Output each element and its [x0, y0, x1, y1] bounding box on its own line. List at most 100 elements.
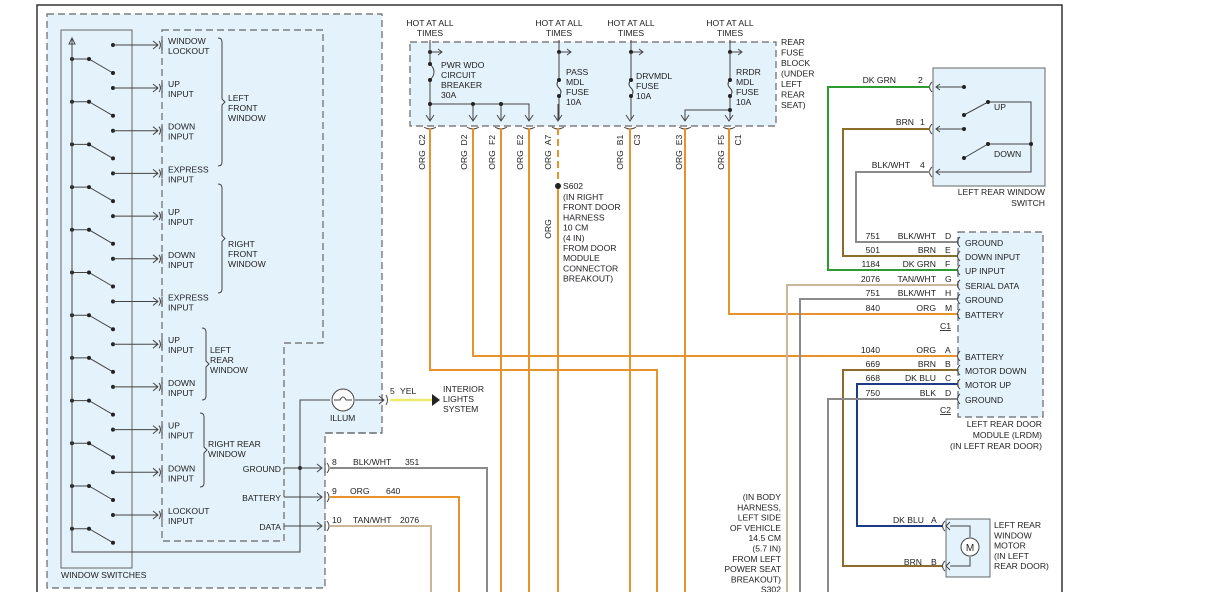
window-group-label: LEFT [210, 345, 232, 355]
interior-lights-arrow-icon [432, 394, 440, 406]
fuse-pin-label: E2 [515, 135, 525, 146]
input-label: UP [168, 207, 180, 217]
connector-pin-icon [957, 250, 961, 262]
ground-bus [71, 38, 330, 553]
input-label: LOCKOUT [168, 46, 210, 56]
splice-note-line: LEFT SIDE [738, 513, 782, 523]
motor-pin-b-color: BRN [904, 557, 922, 567]
illum-lamp-icon [331, 388, 388, 412]
lr-switch-up: UP [994, 102, 1006, 112]
pin-function: DOWN INPUT [965, 252, 1021, 262]
splice-note-line: FROM LEFT [732, 554, 781, 564]
window-group-label: REAR [210, 355, 234, 365]
input-label: INPUT [168, 260, 195, 270]
diagram-frame [36, 4, 1063, 592]
hot-at-all-times-label: HOT AT ALL [535, 18, 583, 28]
splice-note-line: FROM DOOR [563, 243, 616, 253]
window-group-label: FRONT [228, 249, 258, 259]
lrdm-c2-label: C2 [940, 405, 951, 415]
svg-text:BLK/WHT: BLK/WHT [353, 457, 392, 467]
input-label: INPUT [168, 89, 195, 99]
pin-function: GROUND [965, 295, 1003, 305]
circuit-number: 840 [866, 303, 881, 313]
fuse-block-label: REAR [781, 90, 805, 100]
lrdm-title-2: MODULE (LRDM) [973, 430, 1042, 440]
switch-output-arrow [111, 424, 163, 435]
device-label: 10A [566, 97, 582, 107]
group-labels: LEFTFRONTWINDOWRIGHTFRONTWINDOWLEFTREARW… [199, 37, 267, 488]
splice-note-line: BREAKOUT) [731, 574, 781, 584]
splice-note-line: HARNESS [563, 212, 605, 222]
pin-label: C [945, 373, 951, 383]
wire-color-label: ORG [543, 150, 553, 170]
motor-pin-a-color: DK BLU [893, 515, 924, 525]
fuse-block-label: BLOCK [781, 58, 810, 68]
fuse-pin-label: F2 [487, 135, 497, 145]
splice-note-line: S302 [761, 585, 781, 592]
connector-pin-icon [957, 279, 961, 291]
wire-color-label: TAN/WHT [897, 274, 936, 284]
pin-label: D [945, 388, 951, 398]
wire-color-label: ORG [916, 303, 936, 313]
interior-lights-label: INTERIOR LIGHTS SYSTEM [443, 384, 486, 414]
pin-label: D [945, 231, 951, 241]
pin-function: UP INPUT [965, 266, 1006, 276]
lr-switch-pin1: 1 [920, 117, 925, 127]
lr-switch-title-2: SWITCH [1011, 198, 1045, 208]
fuse-icon [556, 52, 562, 120]
fuse-pin-label: B1 [615, 135, 625, 146]
pin-function: SERIAL DATA [965, 281, 1020, 291]
illum-pin: 5 [390, 386, 395, 396]
svg-text:10: 10 [332, 515, 342, 525]
splice-note-line: CONNECTOR [563, 263, 618, 273]
input-label: UP [168, 79, 180, 89]
pin-label: F [945, 259, 950, 269]
splice-note-line: BREAKOUT) [563, 274, 613, 284]
splice-note-line: (4 IN) [563, 233, 585, 243]
splice-note-line: 10 CM [563, 223, 588, 233]
pin-label: B [945, 359, 951, 369]
switch-contact-icon [70, 185, 115, 204]
wire-color-label: ORG [674, 150, 684, 170]
input-label: DOWN [168, 250, 195, 260]
wire-color-label: ORG [615, 150, 625, 170]
connector-pin-icon [957, 264, 961, 276]
wire-color-label: ORG [487, 150, 497, 170]
input-label: DOWN [168, 463, 195, 473]
splice-note-line: POWER SEAT [724, 564, 781, 574]
wire-750 [827, 398, 957, 592]
switch-contact-icon [70, 57, 115, 75]
input-label: UP [168, 421, 180, 431]
fuse-block-label: LEFT [781, 79, 803, 89]
window-group-label: WINDOW [228, 259, 267, 269]
fuse-pin-label: F5 [716, 135, 726, 145]
splice-note-line: (IN BODY [743, 492, 781, 502]
motor-pin-a: A [931, 515, 937, 525]
wire-color-label: ORG [459, 150, 469, 170]
illum-wire-color: YEL [400, 386, 416, 396]
hot-at-all-times-label: HOT AT ALL [406, 18, 454, 28]
brace-icon [217, 37, 226, 167]
module-pin-arrows [284, 462, 330, 532]
lr-switch-pin4: 4 [920, 160, 925, 170]
motor-title-line: MOTOR [994, 541, 1026, 551]
fuse-pin-label: C1 [733, 134, 743, 145]
battery-label: BATTERY [242, 493, 281, 503]
pin-function: GROUND [965, 238, 1003, 248]
wire-color-label: BRN [918, 359, 936, 369]
hot-at-all-times-label: TIMES [546, 28, 573, 38]
window-group-label: WINDOW [208, 449, 247, 459]
window-group-label: WINDOW [210, 365, 249, 375]
ground-label: GROUND [243, 464, 281, 474]
circuit-labels: 8 BLK/WHT 351 9 ORG 640 10 TAN/WHT 2076 [332, 457, 420, 525]
fuse-block-label: FUSE [781, 48, 804, 58]
window-group-label: FRONT [228, 103, 258, 113]
switch-output-arrow [111, 510, 163, 520]
connector-pin-icon [957, 393, 961, 405]
window-switches-label: WINDOW SWITCHES [61, 570, 147, 580]
switch-contact-icon [70, 441, 115, 460]
motor-title-line: LEFT REAR [994, 520, 1041, 530]
switch-output-arrow [111, 339, 163, 350]
device-label: DRVMDL [636, 71, 672, 81]
splice-note-line: (5.7 IN) [752, 544, 781, 554]
